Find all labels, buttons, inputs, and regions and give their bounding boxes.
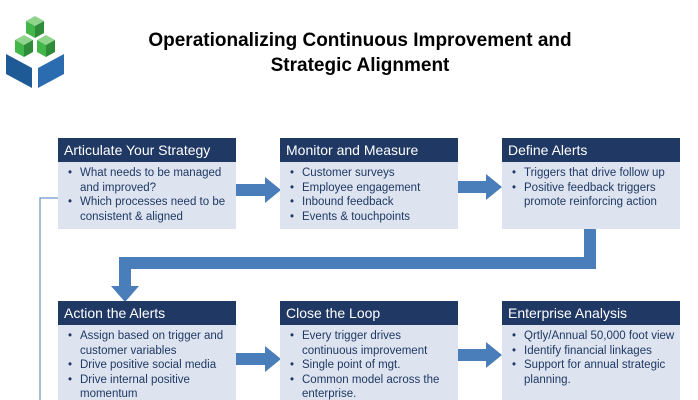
- page-title: Operationalizing Continuous Improvement …: [90, 28, 630, 78]
- box-body: Qrtly/Annual 50,000 foot view Identify f…: [502, 325, 680, 400]
- arrow-4-to-5: [234, 346, 281, 372]
- arrow-5-to-6: [456, 342, 502, 368]
- box-header: Define Alerts: [502, 138, 680, 162]
- list-item: Events & touchpoints: [286, 210, 454, 225]
- list-item: Assign based on trigger and customer var…: [64, 329, 232, 358]
- box-body: What needs to be managed and improved? W…: [58, 162, 236, 229]
- list-item: Single point of mgt.: [286, 358, 454, 373]
- list-item: Drive positive social media: [64, 358, 232, 373]
- list-item: Triggers that drive follow up: [508, 166, 676, 181]
- box-close-loop: Close the Loop Every trigger drives cont…: [280, 301, 458, 400]
- list-item: Employee engagement: [286, 181, 454, 196]
- page-title-line-1: Operationalizing Continuous Improvement …: [148, 30, 572, 51]
- box-body: Customer surveys Employee engagement Inb…: [280, 162, 458, 229]
- list-item: Qrtly/Annual 50,000 foot view: [508, 329, 676, 344]
- box-articulate-strategy: Articulate Your Strategy What needs to b…: [58, 138, 236, 229]
- box-body: Triggers that drive follow up Positive f…: [502, 162, 680, 229]
- box-header: Close the Loop: [280, 301, 458, 325]
- box-enterprise-analysis: Enterprise Analysis Qrtly/Annual 50,000 …: [502, 301, 680, 400]
- box-header: Articulate Your Strategy: [58, 138, 236, 162]
- box-header: Action the Alerts: [58, 301, 236, 325]
- feedback-loop-line: [39, 197, 58, 400]
- list-item: Inbound feedback: [286, 195, 454, 210]
- list-item: Every trigger drives continuous improvem…: [286, 329, 454, 358]
- list-item: What needs to be managed and improved?: [64, 166, 232, 195]
- arrow-2-to-3: [456, 174, 502, 200]
- list-item: Support for annual strategic planning.: [508, 358, 676, 387]
- box-header: Enterprise Analysis: [502, 301, 680, 325]
- logo-icon: [6, 16, 64, 88]
- box-body: Every trigger drives continuous improvem…: [280, 325, 458, 400]
- list-item: Which processes need to be consistent & …: [64, 195, 232, 224]
- list-item: Identify financial linkages: [508, 344, 676, 359]
- list-item: Customer surveys: [286, 166, 454, 181]
- arrow-1-to-2: [234, 177, 281, 203]
- box-define-alerts: Define Alerts Triggers that drive follow…: [502, 138, 680, 229]
- arrow-3-to-4: [111, 229, 596, 302]
- box-action-alerts: Action the Alerts Assign based on trigge…: [58, 301, 236, 400]
- page-title-line-2: Strategic Alignment: [270, 55, 450, 76]
- list-item: Common model across the enterprise.: [286, 373, 454, 400]
- list-item: Drive internal positive momentum: [64, 373, 232, 400]
- list-item: Positive feedback triggers promote reinf…: [508, 181, 676, 210]
- box-body: Assign based on trigger and customer var…: [58, 325, 236, 400]
- box-monitor-measure: Monitor and Measure Customer surveys Emp…: [280, 138, 458, 229]
- box-header: Monitor and Measure: [280, 138, 458, 162]
